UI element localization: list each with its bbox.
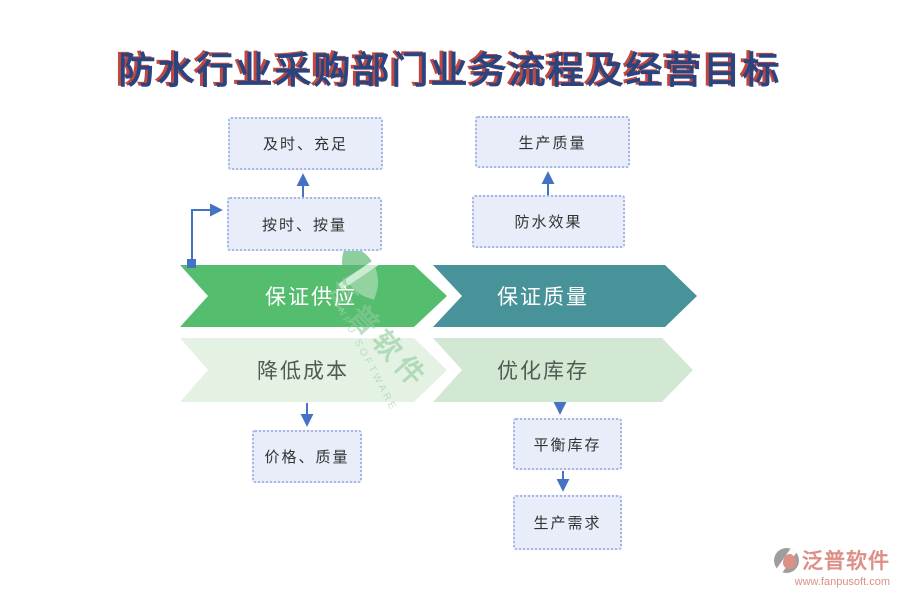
fanpu-logo-icon	[774, 547, 799, 573]
cost-banner-label: 降低成本	[257, 360, 349, 383]
fanpu-logo-brand: 泛普软件	[802, 550, 890, 573]
supply-banner-shape	[180, 265, 447, 327]
inventory-banner-shape	[433, 338, 693, 402]
inventory-banner-label: 优化库存	[497, 360, 589, 383]
supply-banner-label: 保证供应	[265, 286, 357, 309]
box-balance-inventory: 平衡库存	[513, 418, 622, 470]
box-production-demand: 生产需求	[513, 495, 622, 550]
connector-endpoint-dot	[187, 259, 196, 268]
box-price-quality: 价格、质量	[252, 430, 362, 483]
cost-banner-shape	[180, 338, 447, 402]
box-waterproof-effect: 防水效果	[472, 195, 625, 248]
page-title: 防水行业采购部门业务流程及经营目标	[118, 51, 782, 92]
quality-banner-label: 保证质量	[497, 286, 589, 309]
box-timely-sufficient: 及时、充足	[228, 117, 383, 170]
connector-supply-to-ontime	[191, 203, 223, 267]
box-production-quality: 生产质量	[475, 116, 630, 168]
fanpu-logo: 泛普软件 www.fanpusoft.com	[750, 545, 890, 588]
box-on-time-on-quantity: 按时、按量	[227, 197, 382, 251]
fanpu-logo-website: www.fanpusoft.com	[794, 576, 890, 588]
quality-banner-shape	[433, 265, 697, 327]
